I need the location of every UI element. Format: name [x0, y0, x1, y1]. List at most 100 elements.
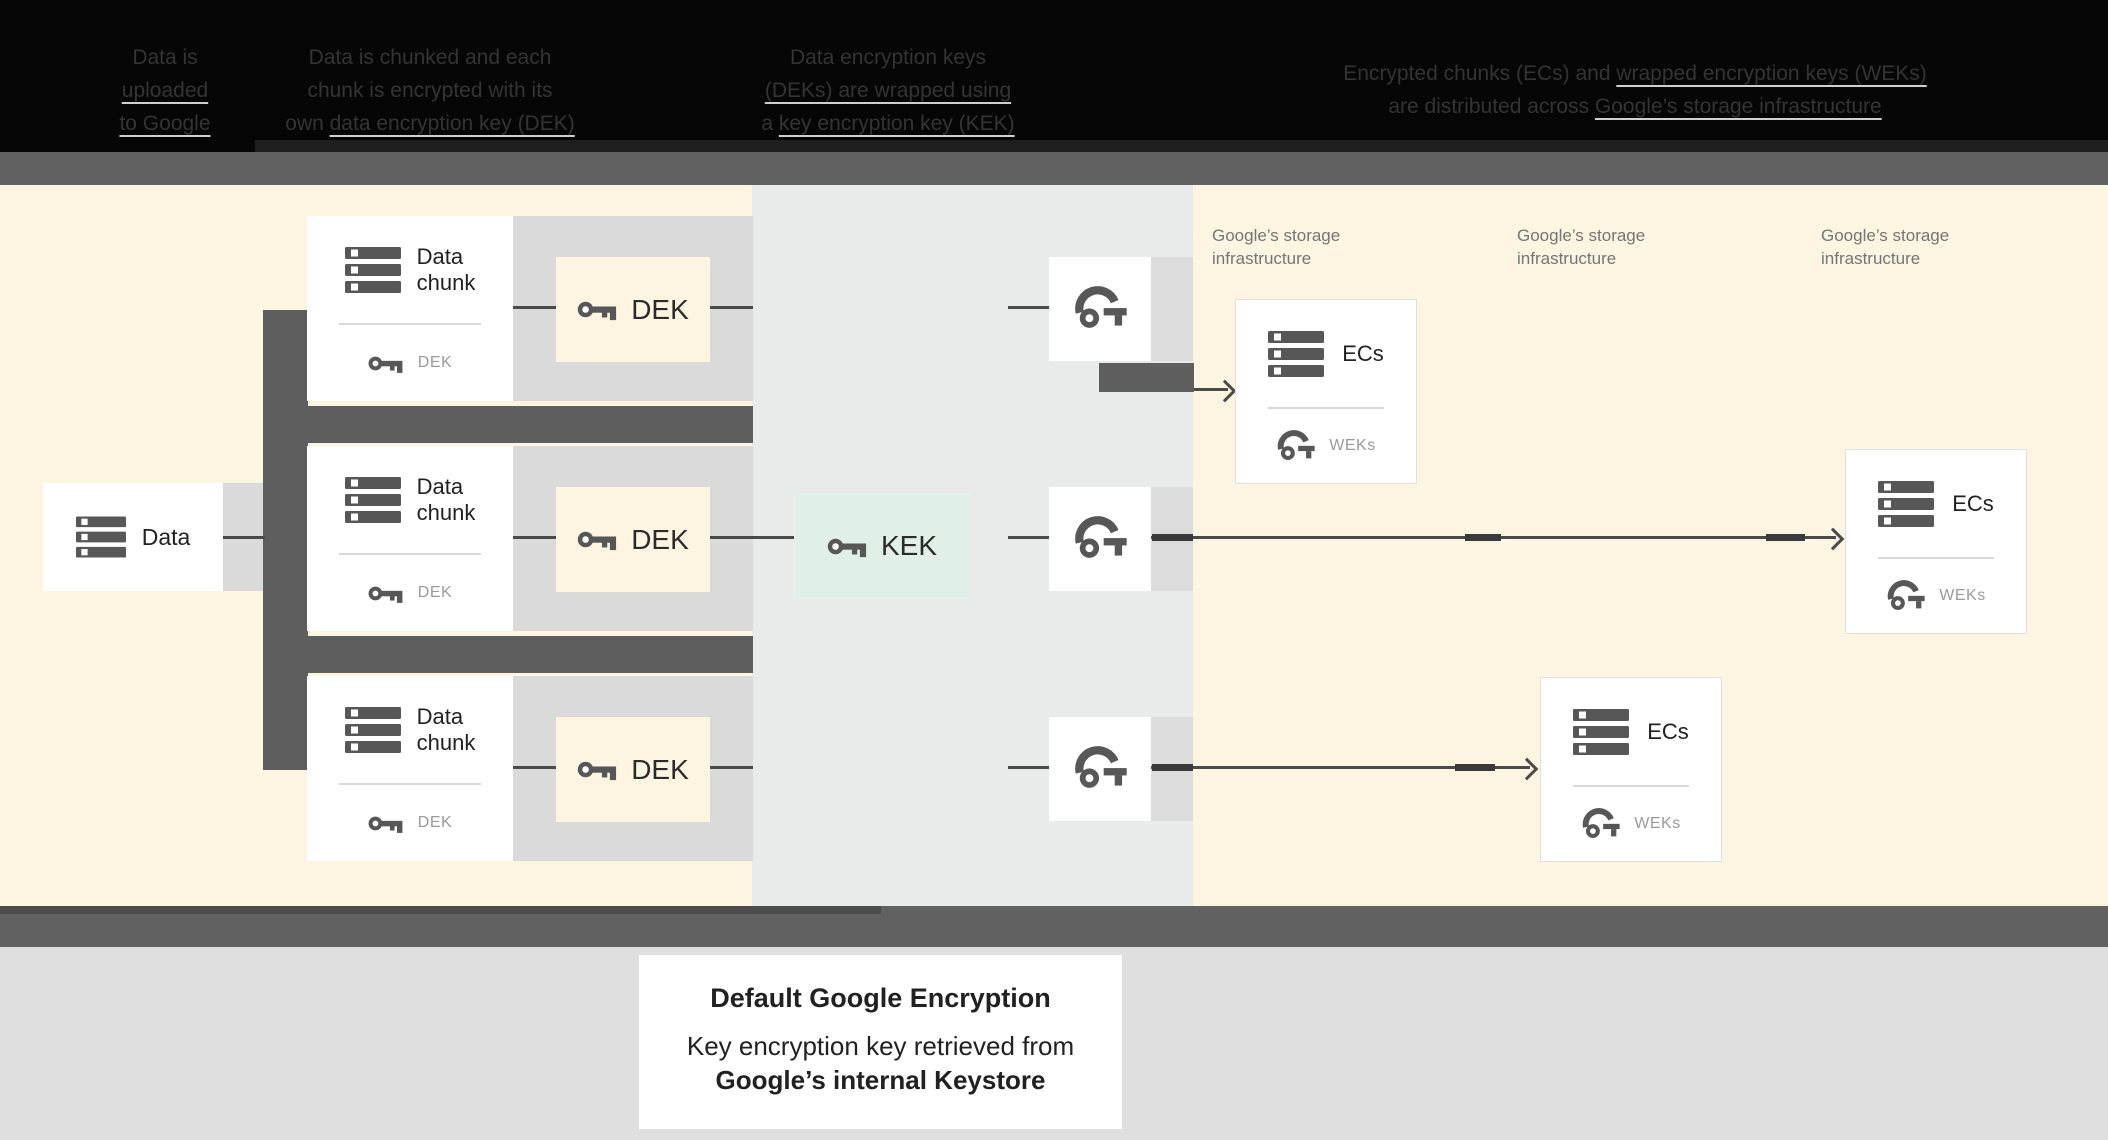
weks-label: WEKs: [1329, 437, 1376, 454]
bottom-bar-dark-segment: [0, 906, 881, 914]
storage-label-line: infrastructure: [1212, 249, 1312, 268]
weks-link[interactable]: wrapped encryption keys (WEKs): [1616, 62, 1927, 85]
ec-card: ECs WEKs: [1235, 299, 1417, 484]
key-icon: [577, 298, 618, 321]
server-stack-icon: [75, 516, 126, 558]
storage-infrastructure-label: Google’s storage infrastructure: [1212, 224, 1452, 270]
wrapped-key-icon: [1276, 430, 1315, 463]
caption-deks-wrapped: Data encryption keys (DEKs) are wrapped …: [723, 0, 1053, 152]
key-icon: [368, 583, 404, 604]
connector-line: [1008, 306, 1050, 309]
wrapped-key-icon: [1073, 516, 1127, 562]
arrow-dash: [1455, 764, 1495, 771]
dek-link[interactable]: data encryption key (DEK): [329, 111, 575, 135]
connector-line: [513, 306, 556, 309]
connector-line: [710, 766, 753, 769]
row-separator-bar: [263, 406, 753, 443]
connector-line: [1008, 766, 1050, 769]
ec-card-key-row: WEKs: [1276, 409, 1375, 483]
caption-line: Data is chunked and each: [308, 45, 552, 69]
storage-label-line: Google’s storage: [1517, 226, 1646, 245]
caption-text: Encrypted chunks (ECs) and: [1343, 62, 1617, 85]
storage-infrastructure-label: Google’s storage infrastructure: [1517, 224, 1757, 270]
arrow-dash: [1152, 534, 1193, 541]
key-icon: [368, 353, 404, 374]
card-divider: [339, 553, 481, 555]
kek-link[interactable]: key encryption key (KEK): [778, 111, 1015, 135]
storage-infrastructure-label: Google’s storage infrastructure: [1821, 224, 2061, 270]
arrow-dash: [1465, 534, 1501, 541]
arrow-line-row1: [1194, 388, 1228, 391]
dek-row-label: DEK: [417, 354, 453, 371]
row-separator-bar: [263, 636, 753, 673]
card-divider: [1268, 407, 1384, 409]
caption-text: a: [761, 111, 779, 135]
connector-line: [710, 306, 753, 309]
trunk-connector: [263, 310, 308, 770]
wrapped-key-box: [1049, 717, 1151, 821]
caption-distributed: Encrypted chunks (ECs) and wrapped encry…: [1285, 0, 1985, 152]
chunk-card-key-row: DEK: [368, 325, 452, 401]
key-icon: [827, 535, 868, 558]
connector-line: [1008, 536, 1050, 539]
server-stack-icon: [1573, 708, 1630, 755]
storage-label-line: Google’s storage: [1821, 226, 1950, 245]
caption-line: own data encryption key (DEK): [265, 107, 595, 140]
data-label: Data: [141, 523, 191, 550]
wrapped-key-icon: [1073, 286, 1127, 332]
server-stack-icon: [344, 246, 401, 293]
ec-card: ECs WEKs: [1845, 449, 2027, 634]
wrapped-key-box: [1049, 257, 1151, 361]
storage-label-line: Google’s storage: [1212, 226, 1341, 245]
key-icon: [577, 528, 618, 551]
chunk-card-key-row: DEK: [368, 555, 452, 631]
dek-label: DEK: [631, 293, 689, 325]
server-stack-icon: [1268, 330, 1325, 377]
card-divider: [339, 783, 481, 785]
data-box: Data: [43, 483, 223, 591]
storage-link[interactable]: Google’s storage infrastructure: [1594, 95, 1882, 118]
weks-label: WEKs: [1939, 587, 1986, 604]
card-divider: [1878, 557, 1994, 559]
caption-data-chunked: Data is chunked and each chunk is encryp…: [265, 0, 595, 152]
caption-line[interactable]: uploaded: [121, 78, 209, 102]
caption-line: chunk is encrypted with its: [307, 78, 553, 102]
caption-line[interactable]: to Google: [119, 111, 211, 135]
chunk-card-key-row: DEK: [368, 785, 452, 861]
caption-line: Data encryption keys: [789, 45, 987, 69]
ec-card-header: ECs: [1573, 678, 1689, 785]
caption-line: a key encryption key (KEK): [723, 107, 1053, 140]
arrow-dash: [1766, 534, 1805, 541]
kek-box: KEK: [794, 493, 970, 599]
caption-data-uploaded: Data is uploaded to Google: [55, 0, 275, 152]
dek-box: DEK: [556, 717, 710, 822]
wrapped-key-icon: [1581, 808, 1620, 841]
caption-line: Encrypted chunks (ECs) and wrapped encry…: [1285, 57, 1985, 90]
caption-line[interactable]: (DEKs) are wrapped using: [764, 78, 1012, 102]
server-stack-icon: [344, 706, 401, 753]
ec-card-header: ECs: [1268, 300, 1384, 407]
kek-label: KEK: [880, 530, 938, 561]
server-stack-icon: [1878, 480, 1935, 527]
connector-line: [710, 536, 794, 539]
banner-bottom-strip: [255, 140, 2108, 152]
top-gray-bar: [0, 152, 2108, 185]
weks-label: WEKs: [1634, 815, 1681, 832]
caption-text: are distributed across: [1388, 95, 1595, 118]
storage-label-line: infrastructure: [1821, 249, 1921, 268]
card-divider: [339, 323, 481, 325]
ec-card: ECs WEKs: [1540, 677, 1722, 862]
footer-spacer: [639, 1015, 1122, 1029]
storage-label-line: infrastructure: [1517, 249, 1617, 268]
ecs-label: ECs: [1342, 340, 1384, 366]
wrapped-key-box: [1049, 487, 1151, 591]
ecs-label: ECs: [1647, 718, 1689, 744]
dek-box: DEK: [556, 257, 710, 362]
